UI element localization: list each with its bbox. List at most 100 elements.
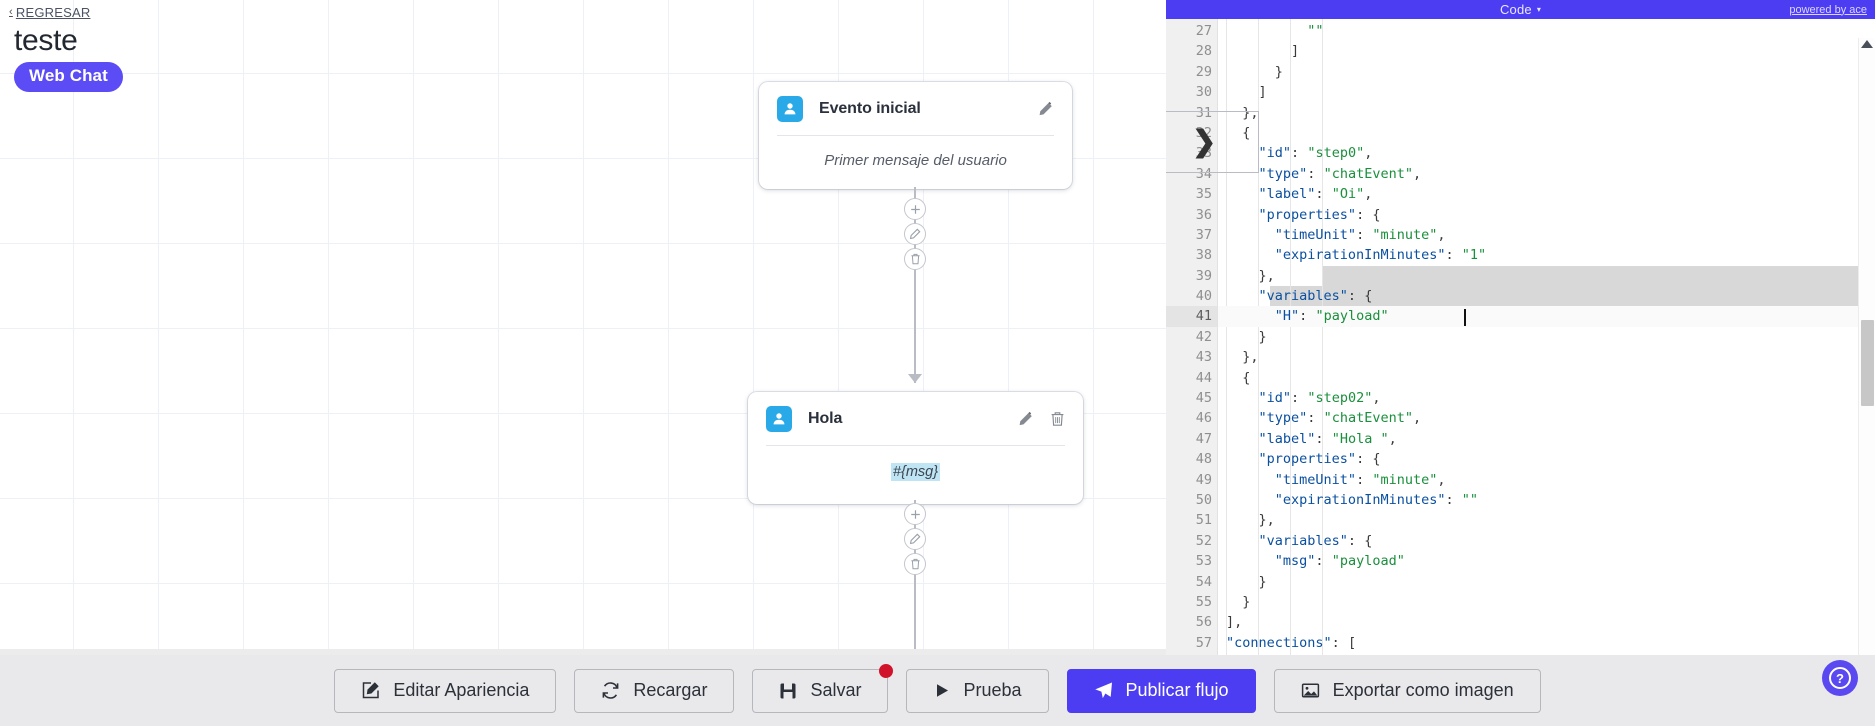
scroll-up-arrow-icon[interactable] xyxy=(1861,40,1873,48)
delete-step-button[interactable] xyxy=(904,553,926,575)
code-line[interactable]: }, xyxy=(1242,104,1259,121)
add-step-button[interactable] xyxy=(904,198,926,220)
line-number: 38 xyxy=(1195,247,1212,264)
code-line[interactable]: "id": "step02", xyxy=(1258,390,1381,407)
editar-apariencia-button[interactable]: Editar Apariencia xyxy=(334,668,557,713)
code-line[interactable]: "connections": [ xyxy=(1226,634,1357,651)
delete-step-button[interactable] xyxy=(904,248,926,270)
line-number: 29 xyxy=(1195,63,1212,80)
line-number: 30 xyxy=(1195,84,1212,101)
code-editor-header: Code ▾ powered by ace xyxy=(1166,0,1875,19)
flow-canvas[interactable]: ‹ REGRESAR teste Web Chat Evento inicial xyxy=(0,0,1166,655)
flow-edge-2 xyxy=(914,500,916,655)
line-number: 49 xyxy=(1195,471,1212,488)
code-line[interactable]: "" xyxy=(1307,23,1324,39)
code-line[interactable]: }, xyxy=(1258,267,1275,284)
line-number: 53 xyxy=(1195,553,1212,570)
code-line[interactable]: } xyxy=(1274,63,1283,80)
flow-edge-1-buttons xyxy=(904,198,926,270)
editar-apariencia-label: Editar Apariencia xyxy=(393,680,530,700)
node-actions xyxy=(1017,411,1065,428)
code-line[interactable]: }, xyxy=(1258,512,1275,529)
code-line[interactable]: "variables": { xyxy=(1258,532,1373,549)
code-line[interactable]: "type": "chatEvent", xyxy=(1258,165,1422,182)
code-line[interactable]: "label": "Oi", xyxy=(1258,186,1373,203)
chevron-right-icon[interactable]: ❯ xyxy=(1192,125,1217,158)
help-button[interactable]: ? xyxy=(1822,660,1858,696)
code-line[interactable]: "type": "chatEvent", xyxy=(1258,410,1422,427)
flow-node-evento-inicial[interactable]: Evento inicial Primer mensaje del usuari… xyxy=(759,82,1072,189)
code-selection xyxy=(1270,286,1875,307)
code-line[interactable]: "id": "step0", xyxy=(1258,145,1373,162)
code-line[interactable]: "variables": { xyxy=(1258,288,1373,305)
delete-trash-icon[interactable] xyxy=(1050,411,1065,427)
user-icon xyxy=(777,96,803,122)
prueba-button[interactable]: Prueba xyxy=(906,668,1049,713)
line-number: 39 xyxy=(1195,267,1212,284)
refresh-icon xyxy=(601,681,620,700)
line-number: 37 xyxy=(1195,226,1212,243)
code-mode-dropdown[interactable]: Code ▾ xyxy=(1500,2,1541,17)
unsaved-changes-badge xyxy=(879,663,894,678)
text-caret xyxy=(1464,308,1466,326)
code-line[interactable]: "expirationInMinutes": "" xyxy=(1274,491,1479,508)
code-line[interactable]: "label": "Hola ", xyxy=(1258,430,1397,447)
line-number: 43 xyxy=(1195,349,1212,366)
code-line[interactable]: "timeUnit": "minute", xyxy=(1274,471,1446,488)
node-actions xyxy=(1037,101,1054,118)
back-link[interactable]: ‹ REGRESAR xyxy=(9,5,90,20)
code-line[interactable]: } xyxy=(1242,593,1251,610)
node-header: Evento inicial xyxy=(759,82,1072,135)
line-number: 55 xyxy=(1195,593,1212,610)
code-editor[interactable]: 272829303132▾33343536▾37383940▾41424344▾… xyxy=(1166,19,1875,655)
play-icon xyxy=(933,682,950,699)
powered-by-ace-link[interactable]: powered by ace xyxy=(1789,3,1867,16)
add-step-button[interactable] xyxy=(904,503,926,525)
edit-pencil-icon[interactable] xyxy=(1037,101,1054,118)
node-divider xyxy=(766,445,1065,446)
save-icon xyxy=(779,682,797,700)
line-number: 34 xyxy=(1195,165,1212,182)
code-line[interactable]: "H": "payload" xyxy=(1218,306,1875,327)
code-line[interactable]: "expirationInMinutes": "1" xyxy=(1274,247,1487,264)
code-line[interactable]: ] xyxy=(1258,84,1267,101)
code-line[interactable]: { xyxy=(1242,124,1251,141)
line-number: 41 xyxy=(1166,306,1217,327)
code-line[interactable]: ], xyxy=(1226,614,1243,631)
code-selection xyxy=(1322,265,1875,287)
publicar-flujo-button[interactable]: Publicar flujo xyxy=(1066,668,1256,713)
code-line[interactable]: }, xyxy=(1242,349,1259,366)
channel-badge: Web Chat xyxy=(14,62,123,92)
code-line[interactable]: "properties": { xyxy=(1258,451,1381,468)
edit-step-button[interactable] xyxy=(904,528,926,550)
scrollbar-thumb[interactable] xyxy=(1861,320,1874,406)
code-line[interactable]: } xyxy=(1258,573,1267,590)
node-body-text: Primer mensaje del usuario xyxy=(824,152,1007,169)
code-mode-label: Code xyxy=(1499,2,1532,17)
code-line[interactable]: "properties": { xyxy=(1258,206,1381,223)
line-number: 48▾ xyxy=(1166,449,1225,469)
edit-step-button[interactable] xyxy=(904,223,926,245)
code-text-area[interactable]: "" ] } ] }, { "id": "step0", "type": "ch… xyxy=(1218,19,1875,655)
flow-node-hola[interactable]: Hola xyxy=(748,392,1083,504)
chevron-down-icon: ▾ xyxy=(1536,5,1542,14)
edit-square-icon xyxy=(361,681,380,700)
code-line[interactable]: "timeUnit": "minute", xyxy=(1274,226,1446,243)
edit-pencil-icon[interactable] xyxy=(1017,411,1034,428)
code-line[interactable]: { xyxy=(1242,369,1251,386)
code-line[interactable]: "msg": "payload" xyxy=(1274,553,1405,570)
salvar-button[interactable]: Salvar xyxy=(752,663,894,713)
line-number: 54 xyxy=(1195,573,1212,590)
code-line[interactable]: ] xyxy=(1291,43,1300,60)
code-fold-widget[interactable]: ❯ xyxy=(1166,111,1259,173)
recargar-button[interactable]: Recargar xyxy=(574,668,735,713)
exportar-como-imagen-button[interactable]: Exportar como imagen xyxy=(1273,668,1541,713)
line-number: 33 xyxy=(1195,145,1212,162)
line-number: 45 xyxy=(1195,390,1212,407)
code-line[interactable]: } xyxy=(1258,328,1267,345)
flow-edge-1 xyxy=(914,187,916,383)
canvas-horizontal-scrollbar[interactable] xyxy=(0,649,1166,655)
code-vertical-scrollbar[interactable] xyxy=(1858,38,1875,655)
salvar-label: Salvar xyxy=(810,680,862,700)
node-title: Evento inicial xyxy=(819,100,921,117)
